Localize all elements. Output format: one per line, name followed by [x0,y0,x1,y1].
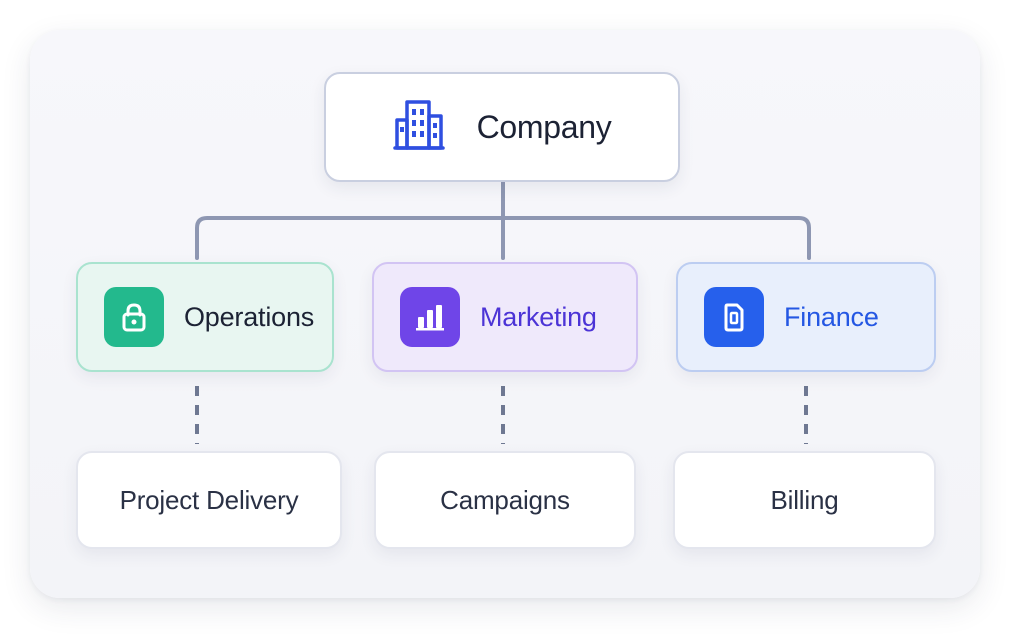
subunit-node-billing[interactable]: Billing [673,451,936,549]
company-label: Company [476,108,612,145]
lock-icon [104,287,164,347]
department-node-operations[interactable]: Operations [76,262,334,372]
department-node-marketing[interactable]: Marketing [372,262,638,372]
wallet-icon [704,287,764,347]
billing-label: Billing [770,484,839,515]
subunit-node-campaigns[interactable]: Campaigns [374,451,636,549]
subunit-node-project-delivery[interactable]: Project Delivery [76,451,342,549]
finance-label: Finance [784,301,879,332]
bar-chart-icon [400,287,460,347]
project-delivery-label: Project Delivery [119,484,299,515]
company-node[interactable]: Company [324,72,680,182]
department-node-finance[interactable]: Finance [676,262,936,372]
marketing-label: Marketing [480,301,597,332]
campaigns-label: Campaigns [440,484,570,515]
operations-label: Operations [184,301,315,332]
building-icon [392,98,445,157]
